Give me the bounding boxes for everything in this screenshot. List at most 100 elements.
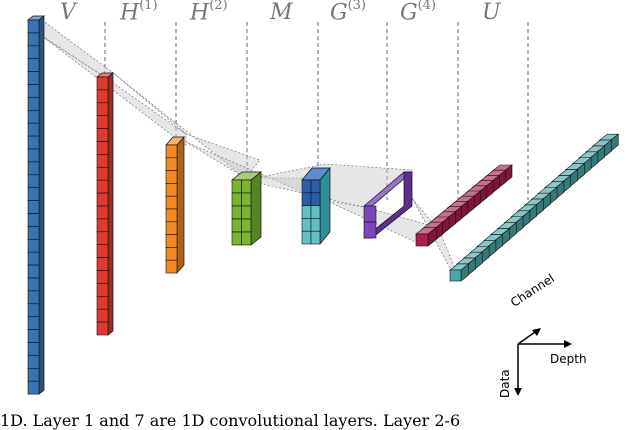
block-G4 xyxy=(363,171,413,239)
block-H1-side xyxy=(107,72,114,336)
block-V-cell xyxy=(27,226,40,240)
block-H2-cell xyxy=(165,195,178,210)
block-V-cell xyxy=(27,32,40,47)
block-V-cell xyxy=(27,58,40,72)
block-H2-cell xyxy=(165,157,178,171)
block-H2-cell xyxy=(165,183,178,197)
block-H2-cell xyxy=(165,221,178,235)
block-H1-cell xyxy=(96,115,109,129)
block-V-cell xyxy=(27,355,40,369)
block-G3-cell xyxy=(301,230,312,245)
block-H2-cell xyxy=(165,259,178,274)
block-V-cell xyxy=(27,316,40,330)
figure-caption: 1D. Layer 1 and 7 are 1D convolutional l… xyxy=(0,411,461,430)
block-M-cell xyxy=(231,231,242,246)
block-M-cell xyxy=(241,179,252,194)
label-G3: G(3) xyxy=(330,0,366,26)
block-H2 xyxy=(165,136,185,274)
block-M-cell xyxy=(231,205,242,220)
block-H1-cell xyxy=(96,154,109,168)
block-M-cell xyxy=(241,218,252,233)
block-V-cell xyxy=(27,251,40,266)
axis-data-arrowhead xyxy=(514,388,522,396)
block-H1-cell xyxy=(96,179,109,194)
block-M-side xyxy=(250,171,262,246)
label-H1: H(1) xyxy=(120,0,158,26)
axis-depth-label: Depth xyxy=(550,352,587,366)
block-V xyxy=(27,15,45,395)
block-G4-strip-cell xyxy=(415,233,429,247)
block-V-cell xyxy=(27,277,40,292)
block-H1-cell xyxy=(96,205,109,220)
label-V: V xyxy=(60,0,76,25)
block-H2-cell xyxy=(165,170,178,184)
block-V-cell xyxy=(27,239,40,253)
block-G3-cell xyxy=(301,218,312,232)
block-G3-side xyxy=(319,167,331,245)
block-V-cell xyxy=(27,110,40,124)
block-M-cell xyxy=(231,218,242,233)
block-G4-cell xyxy=(363,205,377,223)
axis-data-label: Data xyxy=(498,369,512,398)
connection-band-5 xyxy=(324,199,441,246)
block-H1-cell xyxy=(96,141,109,155)
block-G3-cell xyxy=(301,179,312,194)
block-V-cell xyxy=(27,148,40,163)
block-V-cell xyxy=(27,213,40,227)
block-G4-cell xyxy=(363,221,377,239)
block-V-cell xyxy=(27,19,40,34)
block-H1 xyxy=(96,72,114,336)
block-H1-cell xyxy=(96,283,109,297)
block-V-cell xyxy=(27,290,40,305)
block-V-side xyxy=(38,15,45,395)
block-V-cell xyxy=(27,45,40,59)
axes-indicator xyxy=(514,328,572,396)
block-H1-cell xyxy=(96,76,109,91)
block-U xyxy=(449,133,620,282)
block-H2-cell xyxy=(165,247,178,261)
block-G3-cell xyxy=(310,205,321,219)
block-H1-cell xyxy=(96,231,109,246)
block-G3-cell xyxy=(310,218,321,232)
block-G3-cell xyxy=(310,179,321,194)
block-H2-cell xyxy=(165,144,178,159)
block-V-cell xyxy=(27,84,40,98)
block-H1-cell xyxy=(96,128,109,142)
block-H1-cell xyxy=(96,257,109,271)
block-G3-cell xyxy=(301,192,312,206)
connection-band-1 xyxy=(41,35,187,147)
block-H1-cell xyxy=(96,321,109,336)
block-M-cell xyxy=(241,205,252,220)
block-G4-strip xyxy=(415,164,513,247)
block-H1-cell xyxy=(96,218,109,233)
block-H2-side xyxy=(176,136,185,274)
block-U-cell xyxy=(449,269,462,282)
block-H1-cell xyxy=(96,89,109,104)
block-V-cell xyxy=(27,342,40,356)
label-G4: G(4) xyxy=(400,0,436,26)
block-M-cell xyxy=(241,231,252,246)
block-V-cell xyxy=(27,122,40,137)
block-H1-cell xyxy=(96,308,109,323)
block-V-cell xyxy=(27,174,40,189)
block-G3-cell xyxy=(310,230,321,245)
block-V-cell xyxy=(27,367,40,382)
axis-depth-arrowhead xyxy=(564,340,572,348)
block-V-cell xyxy=(27,200,40,214)
block-V-cell xyxy=(27,161,40,176)
block-V-cell xyxy=(27,303,40,317)
block-M-cell xyxy=(241,192,252,207)
block-V-cell xyxy=(27,71,40,85)
block-H1-cell xyxy=(96,167,109,181)
block-H1-cell xyxy=(96,270,109,284)
block-M-cell xyxy=(231,179,242,194)
block-H2-cell xyxy=(165,234,178,248)
connection-band-2 xyxy=(111,71,261,179)
block-M xyxy=(231,171,262,246)
block-V-cell xyxy=(27,264,40,279)
axis-channel-arrowhead xyxy=(532,328,541,336)
label-M: M xyxy=(270,0,293,25)
block-V-cell xyxy=(27,187,40,201)
